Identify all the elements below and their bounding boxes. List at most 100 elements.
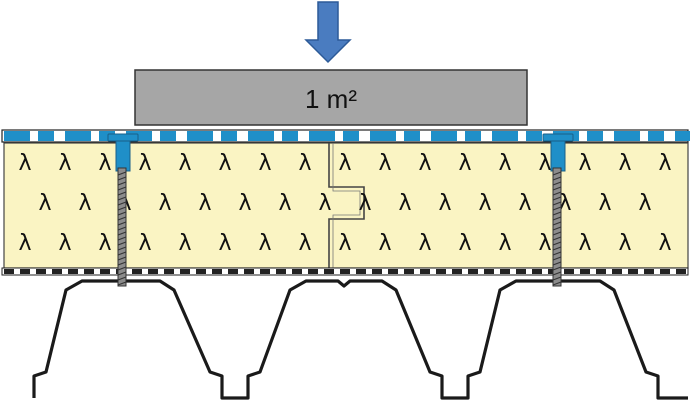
lambda-symbol: λ <box>598 191 611 216</box>
screw-thread-line <box>117 256 127 261</box>
screw-thread-line <box>552 191 562 196</box>
screw-thread-line <box>117 276 127 281</box>
screw-thread-line <box>552 281 562 286</box>
screw-thread-line <box>552 231 562 236</box>
fastener-left <box>107 133 139 287</box>
bottom-membrane-dash <box>468 269 478 274</box>
lambda-symbol: λ <box>98 151 111 176</box>
bottom-membrane-dash <box>132 269 142 274</box>
load-plate-label: 1 m² <box>305 84 357 114</box>
lambda-symbol: λ <box>38 191 51 216</box>
bottom-membrane-dash <box>500 269 510 274</box>
lambda-symbol: λ <box>258 231 271 256</box>
lambda-symbol: λ <box>618 231 631 256</box>
top-membrane-dash <box>221 131 237 141</box>
lambda-symbol: λ <box>98 231 111 256</box>
lambda-symbol: λ <box>358 191 371 216</box>
screw-thread-line <box>117 281 127 286</box>
screw-thread-line <box>117 236 127 241</box>
top-membrane-dash <box>65 131 91 141</box>
bottom-membrane-dash <box>516 269 526 274</box>
lambda-symbol: λ <box>138 231 151 256</box>
lambda-symbol: λ <box>258 151 271 176</box>
lambda-symbol: λ <box>218 151 231 176</box>
bottom-membrane-dash <box>324 269 334 274</box>
bottom-membrane-dash <box>228 269 238 274</box>
load-plate-rect <box>134 69 528 126</box>
steel-deck-profile <box>32 279 688 400</box>
lambda-symbol: λ <box>178 151 191 176</box>
bottom-membrane-dash <box>276 269 286 274</box>
load-plate: 1 m² <box>134 69 528 126</box>
fastener-right-washer <box>542 133 574 142</box>
lambda-symbol: λ <box>18 231 31 256</box>
bottom-membrane-dash <box>612 269 622 274</box>
lambda-symbol: λ <box>638 191 651 216</box>
bottom-membrane-dash <box>340 269 350 274</box>
bottom-membrane-dash <box>420 269 430 274</box>
down-arrow-icon <box>304 1 352 64</box>
lambda-symbol: λ <box>498 231 511 256</box>
screw-thread-line <box>117 271 127 276</box>
top-membrane-dash <box>587 131 603 141</box>
bottom-membrane-dash <box>244 269 254 274</box>
top-membrane-dash <box>309 131 335 141</box>
fastener-left-thread <box>117 171 127 286</box>
screw-thread-line <box>552 221 562 226</box>
lambda-symbol: λ <box>158 191 171 216</box>
screw-thread-line <box>552 246 562 251</box>
lambda-symbol: λ <box>438 191 451 216</box>
bottom-membrane-dash <box>356 269 366 274</box>
load-arrow <box>304 1 352 64</box>
fastener-right-sleeve <box>550 140 566 172</box>
bottom-membrane-dash <box>100 269 110 274</box>
screw-thread-line <box>552 226 562 231</box>
lambda-symbol: λ <box>58 231 71 256</box>
lambda-symbol: λ <box>378 231 391 256</box>
bottom-membrane-dash <box>260 269 270 274</box>
lambda-symbol: λ <box>138 151 151 176</box>
top-membrane-dash <box>431 131 457 141</box>
bottom-membrane-dash <box>372 269 382 274</box>
bottom-membrane-dash <box>84 269 94 274</box>
lambda-symbol: λ <box>78 191 91 216</box>
screw-thread-line <box>552 236 562 241</box>
insulation-tongue-groove-joint <box>328 143 365 268</box>
top-membrane-dash <box>526 131 542 141</box>
lambda-symbol: λ <box>178 231 191 256</box>
lambda-symbol: λ <box>318 191 331 216</box>
bottom-membrane-dash <box>676 269 686 274</box>
screw-thread-line <box>552 266 562 271</box>
lambda-symbol: λ <box>18 151 31 176</box>
screw-thread-line <box>117 216 127 221</box>
screw-thread-line <box>117 226 127 231</box>
screw-thread-line <box>117 266 127 271</box>
screw-thread-line <box>117 186 127 191</box>
bottom-membrane-dash <box>20 269 30 274</box>
top-membrane-dash <box>126 131 152 141</box>
lambda-symbol: λ <box>498 151 511 176</box>
lambda-symbol: λ <box>298 231 311 256</box>
screw-thread-line <box>552 171 562 176</box>
top-membrane-dash <box>4 131 30 141</box>
lambda-symbol: λ <box>398 191 411 216</box>
bottom-membrane-dash <box>308 269 318 274</box>
bottom-membrane-dash <box>292 269 302 274</box>
screw-thread-line <box>552 241 562 246</box>
screw-thread-line <box>552 186 562 191</box>
screw-thread-line <box>552 251 562 256</box>
lambda-symbol: λ <box>538 151 551 176</box>
lambda-symbol: λ <box>418 151 431 176</box>
bottom-membrane-dash <box>68 269 78 274</box>
screw-thread-line <box>117 181 127 186</box>
lambda-symbol: λ <box>278 191 291 216</box>
bottom-membrane-dash <box>436 269 446 274</box>
lambda-symbol: λ <box>418 231 431 256</box>
top-membrane-dash <box>343 131 359 141</box>
top-membrane-dash <box>370 131 396 141</box>
screw-thread-line <box>117 261 127 266</box>
top-membrane-dash <box>99 131 115 141</box>
bottom-membrane-dash <box>196 269 206 274</box>
lambda-symbol: λ <box>378 151 391 176</box>
